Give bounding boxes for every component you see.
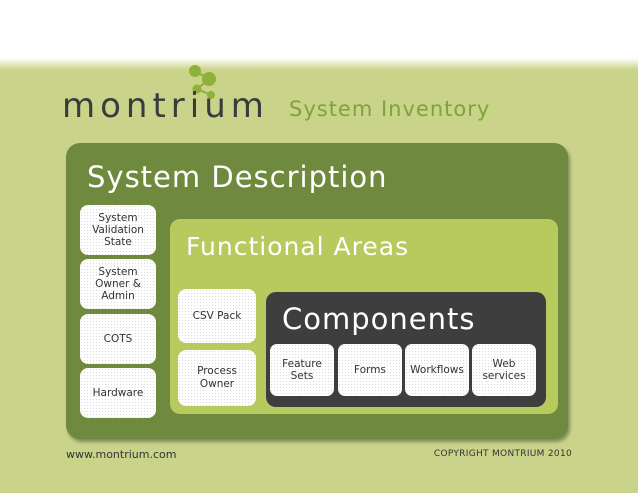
system-validation-state-box: System Validation State <box>80 205 156 255</box>
slide-title: System Inventory <box>289 97 491 121</box>
footer-website-link[interactable]: www.montrium.com <box>66 448 177 461</box>
feature-sets-box: Feature Sets <box>270 344 334 396</box>
montrium-logo-icon <box>189 65 216 99</box>
components-title: Components <box>282 302 476 336</box>
csv-pack-box: CSV Pack <box>178 289 256 343</box>
system-description-title: System Description <box>87 160 388 194</box>
footer-copyright: COPYRIGHT MONTRIUM 2010 <box>433 449 572 459</box>
workflows-box: Workflows <box>405 344 469 396</box>
functional-areas-title: Functional Areas <box>186 232 410 261</box>
web-services-box: Web services <box>472 344 536 396</box>
forms-box: Forms <box>338 344 402 396</box>
cots-box: COTS <box>80 314 156 364</box>
brand-logo-text: montrium <box>62 86 269 126</box>
system-owner-admin-box: System Owner & Admin <box>80 259 156 309</box>
process-owner-box: Process Owner <box>178 350 256 406</box>
hardware-box: Hardware <box>80 368 156 418</box>
